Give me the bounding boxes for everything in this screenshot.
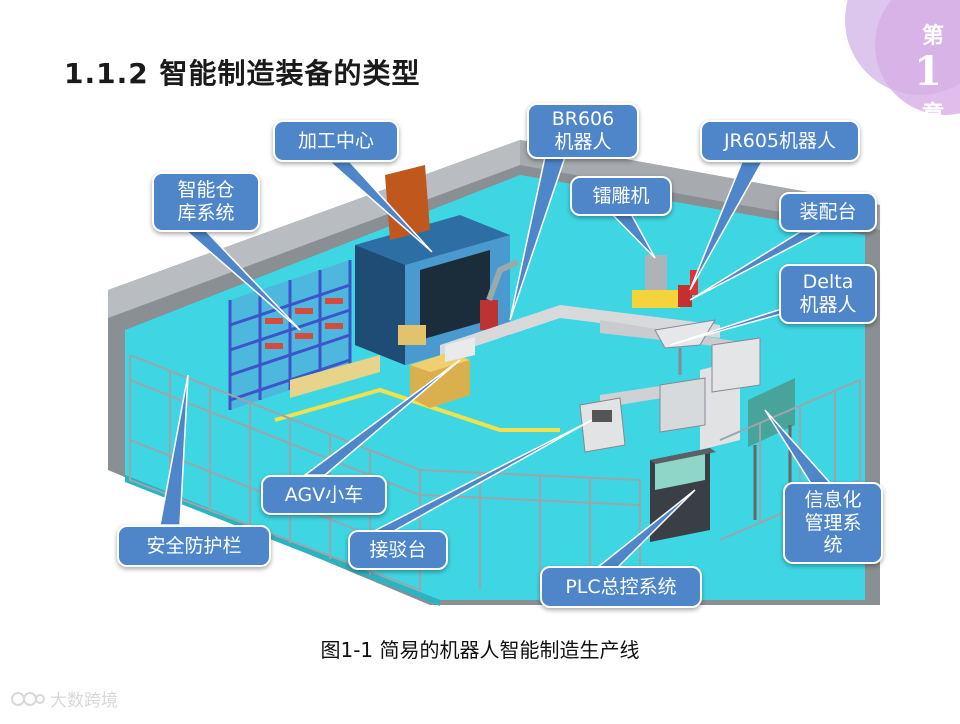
figure-caption: 图1-1 简易的机器人智能制造生产线	[0, 634, 960, 663]
chapter-badge: 第 1 章	[830, 0, 960, 130]
callout-machining-center: 加工中心	[273, 120, 399, 162]
chapter-word: 第	[922, 18, 944, 50]
watermark-logo-icon	[10, 689, 46, 709]
callout-transfer-station: 接驳台	[348, 530, 448, 570]
callout-safety-fence: 安全防护栏	[117, 525, 271, 567]
plc-cabinet	[650, 448, 716, 542]
callout-warehouse-system: 智能仓 库系统	[152, 172, 260, 232]
callout-jr605-robot: JR605机器人	[700, 120, 860, 162]
callout-assembly-station: 装配台	[779, 192, 877, 232]
callout-br606-robot: BR606 机器人	[527, 103, 639, 159]
callout-info-management: 信息化 管理系 统	[783, 482, 883, 564]
callout-delta-robot: Delta 机器人	[779, 264, 877, 324]
callout-agv-cart: AGV小车	[261, 475, 387, 515]
chapter-unit: 章	[922, 96, 944, 128]
watermark: 大数跨境	[10, 686, 118, 711]
callout-laser-engraver: 镭雕机	[570, 176, 672, 216]
transfer-station	[580, 398, 625, 452]
callout-plc-system: PLC总控系统	[540, 566, 702, 608]
chapter-number: 1	[914, 48, 942, 95]
watermark-text: 大数跨境	[50, 686, 118, 711]
page-title: 1.1.2 智能制造装备的类型	[64, 52, 420, 92]
